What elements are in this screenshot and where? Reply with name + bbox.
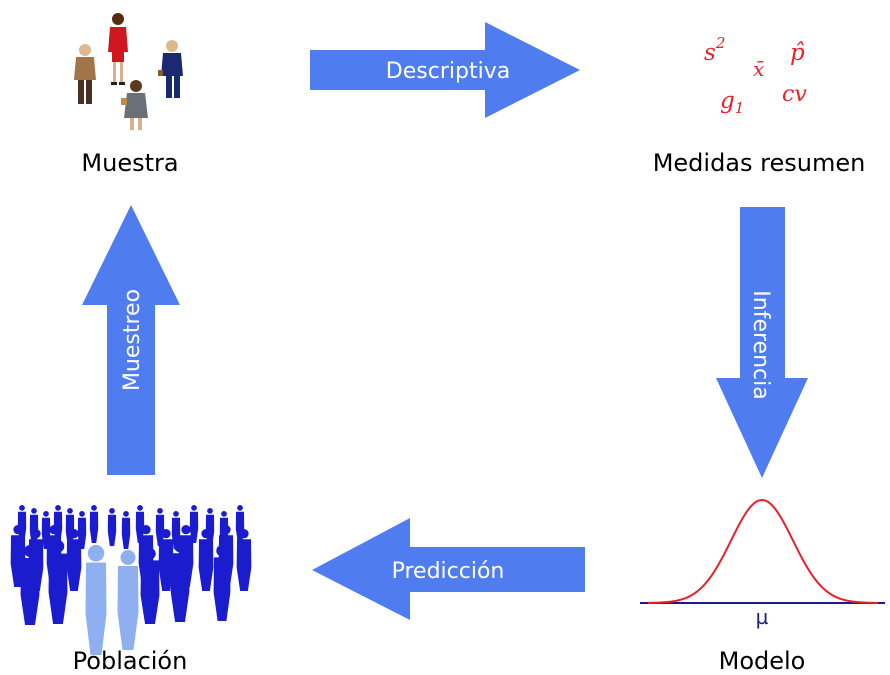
node-muestra: Muestra bbox=[81, 149, 178, 177]
prediccion-arrow bbox=[312, 518, 585, 620]
symbol-g-subscript: 1 bbox=[735, 99, 745, 117]
svg-text:g1: g1 bbox=[720, 88, 744, 117]
symbol-phat: p̂ bbox=[790, 40, 805, 66]
node-poblacion: Población bbox=[73, 647, 188, 675]
muestreo-label: Muestreo bbox=[120, 289, 145, 391]
bell-curve bbox=[647, 498, 879, 604]
muestreo-arrow bbox=[82, 205, 180, 475]
node-modelo: Modelo bbox=[719, 647, 806, 675]
svg-text:s2: s2 bbox=[704, 34, 725, 66]
inferencia-label: Inferencia bbox=[748, 290, 773, 399]
node-medidas-resumen: Medidas resumen bbox=[653, 149, 866, 177]
summary-symbols: s2 x̄ p̂ g1 cv bbox=[704, 34, 807, 117]
symbol-cv: cv bbox=[782, 82, 807, 107]
prediccion-label: Predicción bbox=[392, 559, 505, 584]
symbol-xbar: x̄ bbox=[753, 57, 764, 81]
population-crowd-icon bbox=[10, 505, 252, 655]
normal-curve-model: µ bbox=[640, 498, 885, 629]
symbol-g: g bbox=[720, 88, 735, 114]
inferencia-arrow bbox=[716, 207, 808, 478]
descriptiva-label: Descriptiva bbox=[386, 59, 510, 84]
mu-label: µ bbox=[756, 605, 769, 629]
symbol-s: s bbox=[704, 40, 716, 66]
descriptiva-arrow bbox=[310, 22, 580, 118]
sample-people-icon bbox=[74, 13, 183, 130]
symbol-s-exponent: 2 bbox=[715, 34, 726, 52]
